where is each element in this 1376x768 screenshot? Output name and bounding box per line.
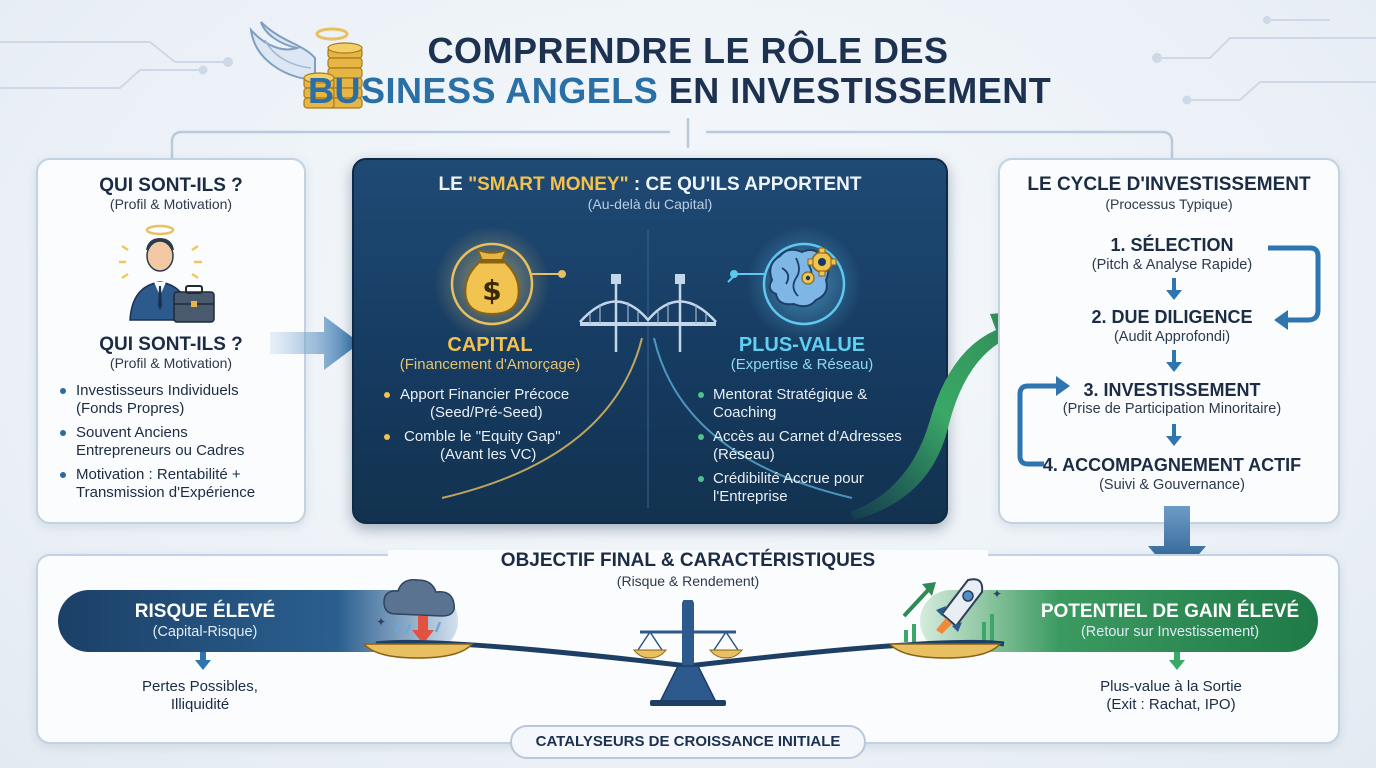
gain-outcome-2: (Exit : Rachat, IPO) (1106, 696, 1236, 713)
gain-down-arrow-icon (1169, 652, 1185, 670)
risk-title: RISQUE ÉLEVÉ (134, 601, 276, 622)
gain-sub: (Retour sur Investissement) (1080, 624, 1260, 640)
svg-text:$: $ (482, 274, 501, 307)
capital-bullet-1 (384, 392, 390, 398)
smart-money-card (352, 158, 948, 524)
profile-item-2-l2: Entrepreneurs ou Cadres (76, 442, 245, 459)
investment-cycle-card (998, 158, 1340, 524)
cycle-step-1-sub: (Pitch & Analyse Rapide) (1091, 257, 1253, 273)
plusvalue-bullet-2 (698, 434, 704, 440)
cycle-arrows (1017, 245, 1321, 467)
plusvalue-item-1-l2: Coaching (713, 404, 777, 421)
cycle-step-4-title: 4. ACCOMPAGNEMENT ACTIF (1042, 455, 1302, 475)
profile-item-3-l1: Motivation : Rentabilité + (76, 466, 241, 483)
risk-outcome-1: Pertes Possibles, (142, 678, 258, 695)
plusvalue-item-1-l1: Mentorat Stratégique & (713, 386, 868, 403)
capital-item-2-l2: (Avant les VC) (440, 446, 537, 463)
cycle-step-2-title: 2. DUE DILIGENCE (1091, 307, 1253, 327)
page-title-line1: COMPRENDRE LE RÔLE DES (427, 30, 949, 71)
gain-outcome-1: Plus-value à la Sortie (1100, 678, 1242, 695)
objective-sub: (Risque & Rendement) (616, 573, 760, 589)
profile-sub-top: (Profil & Motivation) (109, 196, 233, 212)
profile-title: QUI SONT-ILS ? (99, 334, 243, 355)
profile-bullet-1 (60, 388, 66, 394)
plusvalue-title: PLUS-VALUE (738, 334, 866, 356)
smart-money-title-post: : CE QU'ILS APPORTENT (628, 174, 862, 195)
capital-sub: (Financement d'Amorçage) (399, 356, 581, 373)
objective-title: OBJECTIF FINAL & CARACTÉRISTIQUES (388, 550, 988, 572)
plusvalue-item-3-l1: Crédibilité Accrue pour (713, 470, 864, 487)
gain-title: POTENTIEL DE GAIN ÉLEVÉ (1040, 601, 1300, 622)
brain-gear-icon (768, 247, 837, 308)
svg-text:✦: ✦ (992, 587, 1002, 601)
plusvalue-item-3-l2: l'Entreprise (713, 488, 788, 505)
page-title-line2: BUSINESS ANGELS EN INVESTISSEMENT (308, 70, 1208, 112)
title-block: COMPRENDRE LE RÔLE DES BUSINESS ANGELS E… (0, 0, 1376, 120)
capital-title: CAPITAL (447, 334, 533, 356)
plusvalue-item-2-l1: Accès au Carnet d'Adresses (713, 428, 902, 445)
smart-money-title-pre: LE (438, 174, 469, 195)
down-arrow-icon (1166, 424, 1182, 446)
plusvalue-bullet-3 (698, 476, 704, 482)
profile-bullet-2 (60, 430, 66, 436)
risk-sub: (Capital-Risque) (152, 624, 258, 640)
plusvalue-sub: (Expertise & Réseau) (730, 356, 874, 373)
halo-icon (145, 224, 175, 236)
flow-arrow-icon (270, 316, 360, 370)
cycle-step-2-sub: (Audit Approfondi) (1113, 329, 1231, 345)
cycle-step-3-sub: (Prise de Participation Minoritaire) (1062, 401, 1282, 417)
growth-catalysts-badge: CATALYSEURS DE CROISSANCE INITIALE (510, 725, 866, 759)
down-arrow-icon (1166, 350, 1182, 372)
profile-card (36, 158, 306, 524)
profile-item-1-l1: Investisseurs Individuels (76, 382, 239, 399)
cycle-sub: (Processus Typique) (1105, 196, 1233, 212)
money-bag-icon: $ (464, 248, 520, 316)
cycle-step-4-sub: (Suivi & Gouvernance) (1099, 477, 1245, 493)
plusvalue-item-2-l2: (Réseau) (713, 446, 775, 463)
title-highlight: BUSINESS ANGELS (308, 70, 659, 111)
title-rest: EN INVESTISSEMENT (658, 70, 1052, 111)
balance-scale-icon (362, 600, 1005, 706)
coins-icon (303, 27, 363, 109)
profile-item-2-l1: Souvent Anciens (76, 424, 188, 441)
angel-wings-icon (249, 21, 316, 82)
profile-bullet-3 (60, 472, 66, 478)
profile-sub: (Profil & Motivation) (109, 355, 233, 371)
profile-title-top: QUI SONT-ILS ? (99, 175, 243, 196)
growth-arrow-icon (850, 310, 1036, 520)
cycle-title: LE CYCLE D'INVESTISSEMENT (1027, 174, 1311, 195)
smart-money-title: LE "SMART MONEY" : CE QU'ILS APPORTENT (352, 174, 948, 196)
cloud-rain-icon: ✦ (376, 578, 455, 644)
bridge-icon (579, 274, 717, 352)
capital-item-2-l1: Comble le "Equity Gap" (404, 428, 561, 445)
profile-item-1-l2: (Fonds Propres) (76, 400, 185, 417)
profile-item-3-l2: Transmission d'Expérience (76, 484, 256, 501)
cycle-step-3-title: 3. INVESTISSEMENT (1083, 380, 1261, 400)
plusvalue-bullet-1 (698, 392, 704, 398)
risk-outcome-2: Illiquidité (170, 696, 230, 713)
capital-bullet-2 (384, 434, 390, 440)
down-arrow-icon (1166, 278, 1182, 300)
rocket-icon: ✦ (902, 578, 1002, 642)
smart-money-sub: (Au-delà du Capital) (587, 196, 713, 212)
risk-down-arrow-icon (195, 652, 211, 670)
capital-item-1-l2: (Seed/Pré-Seed) (430, 404, 543, 421)
svg-text:✦: ✦ (376, 615, 386, 629)
businessman-icon (119, 224, 215, 323)
cycle-step-1-title: 1. SÉLECTION (1110, 235, 1234, 255)
capital-item-1-l1: Apport Financier Précoce (400, 386, 570, 403)
smart-money-title-highlight: "SMART MONEY" (468, 174, 629, 195)
